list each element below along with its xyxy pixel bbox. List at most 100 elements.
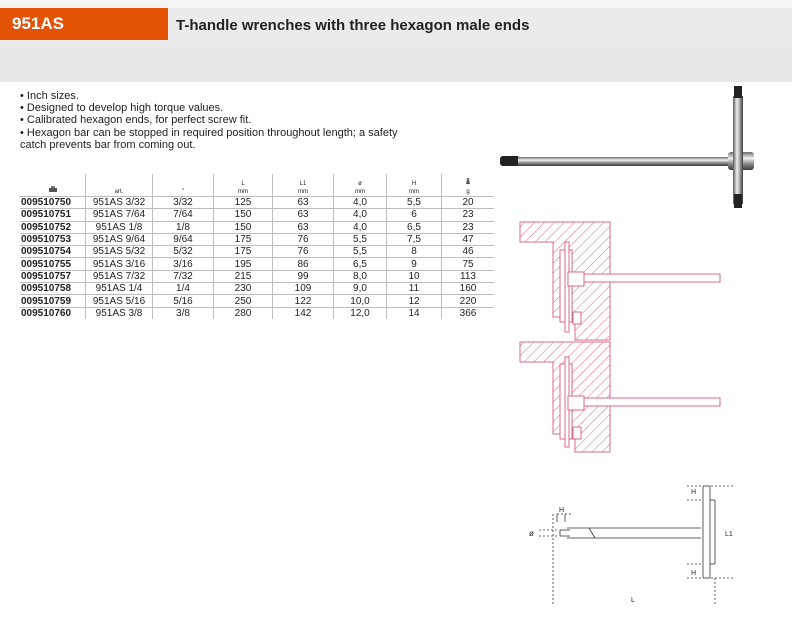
header-diameter-unit: mm bbox=[355, 189, 365, 195]
header-length1-unit: mm bbox=[298, 189, 308, 195]
table-cell: 9 bbox=[386, 257, 442, 271]
table-cell: 215 bbox=[213, 269, 273, 283]
table-cell: 8 bbox=[386, 245, 442, 258]
usage-drawing-bottom bbox=[519, 341, 721, 453]
table-cell: 9/64 bbox=[152, 232, 214, 246]
table-cell: 76 bbox=[272, 245, 334, 258]
feature-item: • Inch sizes. bbox=[20, 90, 79, 102]
feature-list: • Inch sizes. • Designed to develop high… bbox=[20, 90, 460, 151]
table-cell: 99 bbox=[272, 269, 334, 283]
feature-item: • Calibrated hexagon ends, for perfect s… bbox=[20, 114, 252, 127]
h-side-label: H bbox=[559, 507, 564, 514]
table-cell: 5/32 bbox=[152, 245, 214, 258]
product-code-tab bbox=[0, 8, 168, 40]
table-cell: 63 bbox=[272, 220, 334, 234]
table-cell: 230 bbox=[213, 282, 273, 295]
table-cell: 009510751 bbox=[20, 208, 86, 222]
table-cell: 5,5 bbox=[386, 195, 442, 209]
table-cell: 951AS 9/64 bbox=[85, 232, 153, 246]
table-cell: 12 bbox=[386, 294, 442, 308]
table-cell: 150 bbox=[213, 220, 273, 234]
table-cell: 220 bbox=[441, 294, 494, 308]
header-length-label: L bbox=[241, 181, 245, 187]
table-cell: 366 bbox=[441, 306, 494, 319]
table-cell: 7/64 bbox=[152, 208, 214, 222]
usage-diagram bbox=[519, 221, 721, 453]
table-cell: 4,0 bbox=[333, 208, 387, 222]
feature-item: • Designed to develop high torque values… bbox=[20, 102, 224, 115]
table-cell: 7,5 bbox=[386, 232, 442, 246]
table-cell: 113 bbox=[441, 269, 494, 283]
feature-item: catch prevents bar from coming out. bbox=[20, 138, 196, 151]
table-cell: 009510754 bbox=[20, 245, 86, 258]
table-cell: 6 bbox=[386, 208, 442, 222]
header-hex-label: H bbox=[411, 181, 417, 187]
usage-drawing-top bbox=[519, 221, 721, 341]
code-icon bbox=[48, 186, 57, 192]
table-cell: 3/16 bbox=[152, 257, 214, 271]
table-cell: 951AS 3/8 bbox=[85, 306, 153, 319]
table-cell: 76 bbox=[272, 232, 334, 246]
table-cell: 3/32 bbox=[152, 195, 214, 209]
table-cell: 14 bbox=[386, 306, 442, 319]
table-cell: 8,0 bbox=[333, 269, 387, 283]
table-cell: 10,0 bbox=[333, 294, 387, 308]
table-cell: 3/8 bbox=[152, 306, 214, 319]
table-cell: 5/16 bbox=[152, 294, 214, 308]
header-weight-unit: g bbox=[466, 189, 470, 195]
table-cell: 75 bbox=[441, 257, 494, 271]
table-cell: 1/4 bbox=[152, 282, 214, 295]
h-top-label: H bbox=[691, 489, 696, 496]
table-cell: 195 bbox=[213, 257, 273, 271]
grey-band bbox=[0, 48, 792, 82]
table-cell: 12,0 bbox=[333, 306, 387, 319]
table-cell: 009510753 bbox=[20, 232, 86, 246]
feature-item: • Hexagon bar can be stopped in required… bbox=[20, 126, 398, 139]
header-length-unit: mm bbox=[238, 189, 248, 195]
table-cell: 63 bbox=[272, 208, 334, 222]
table-cell: 7/32 bbox=[152, 269, 214, 283]
h-bottom-label: H bbox=[691, 570, 696, 577]
table-cell: 280 bbox=[213, 306, 273, 319]
table-cell: 009510755 bbox=[20, 257, 86, 271]
table-cell: 4,0 bbox=[333, 220, 387, 234]
table-cell: 109 bbox=[272, 282, 334, 295]
table-cell: 175 bbox=[213, 232, 273, 246]
table-cell: 10 bbox=[386, 269, 442, 283]
product-photo bbox=[500, 86, 754, 208]
table-cell: 175 bbox=[213, 245, 273, 258]
table-cell: 23 bbox=[441, 208, 494, 222]
table-cell: 46 bbox=[441, 245, 494, 258]
table-cell: 150 bbox=[213, 208, 273, 222]
table-cell: 47 bbox=[441, 232, 494, 246]
table-cell: 63 bbox=[272, 195, 334, 209]
length-label: L bbox=[631, 597, 635, 604]
table-cell: 86 bbox=[272, 257, 334, 271]
table-cell: 009510750 bbox=[20, 195, 86, 209]
table-cell: 951AS 3/16 bbox=[85, 257, 153, 271]
table-cell: 122 bbox=[272, 294, 334, 308]
table-cell: 951AS 7/64 bbox=[85, 208, 153, 222]
table-cell: 142 bbox=[272, 306, 334, 319]
page-title: T-handle wrenches with three hexagon mal… bbox=[176, 17, 530, 34]
table-cell: 20 bbox=[441, 195, 494, 209]
table-cell: 160 bbox=[441, 282, 494, 295]
table-cell: 6,5 bbox=[386, 220, 442, 234]
header-diameter-label: ø bbox=[358, 181, 362, 187]
length1-label: L1 bbox=[725, 531, 733, 538]
header-art: art. bbox=[85, 174, 153, 197]
table-cell: 009510759 bbox=[20, 294, 86, 308]
table-cell: 951AS 7/32 bbox=[85, 269, 153, 283]
table-cell: 6,5 bbox=[333, 257, 387, 271]
